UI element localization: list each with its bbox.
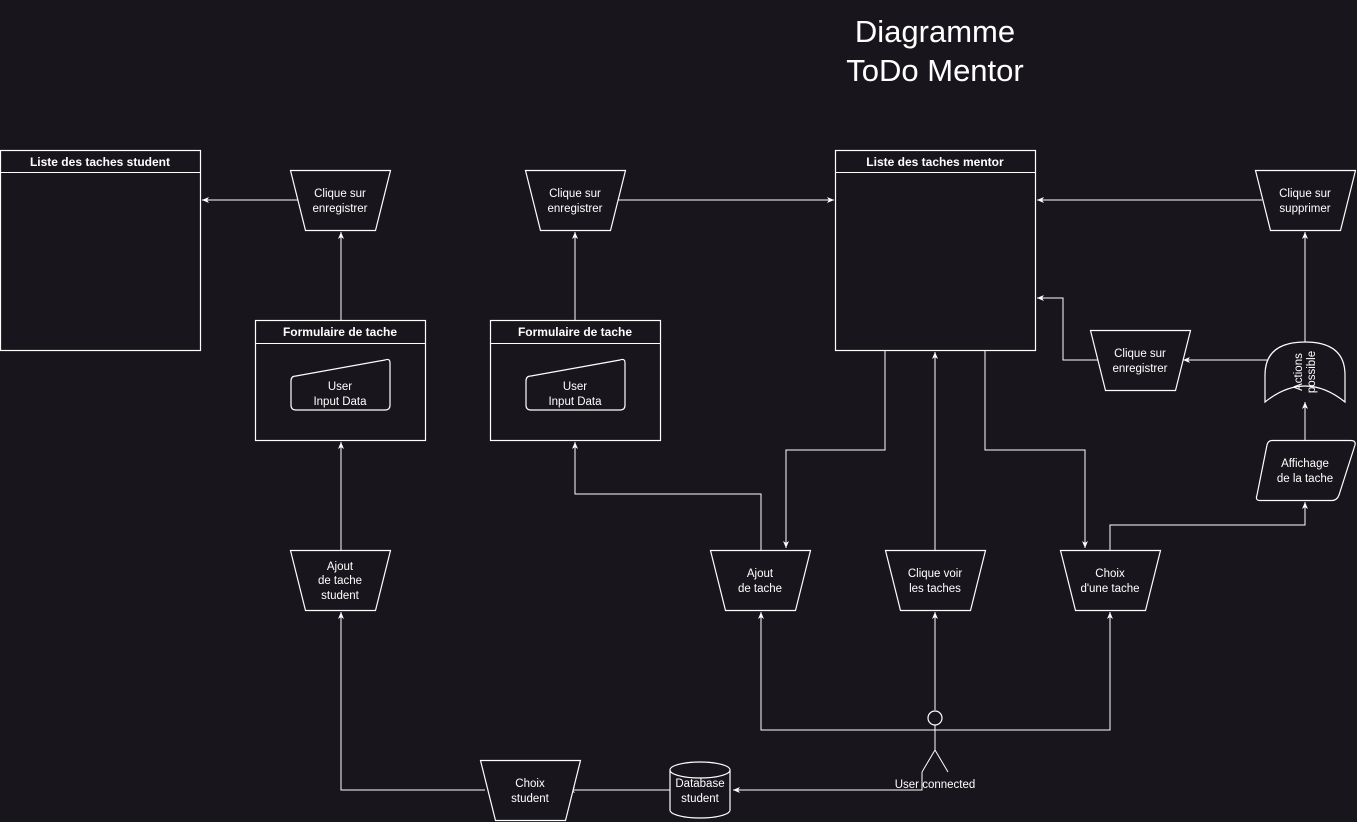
actor-user-connected: User connected <box>895 710 976 791</box>
step-add-mentor: Ajout de tache <box>709 549 812 612</box>
mentor-task-list: Liste des taches mentor <box>834 149 1037 352</box>
step-save-mentor-line-1: Clique sur <box>549 188 601 200</box>
step-choose-student-line-1: Choix <box>515 778 545 790</box>
actions-line-1: Actions <box>1293 353 1305 391</box>
display-task-line-1: Affichage <box>1281 458 1329 470</box>
actions-line-2: possible <box>1306 351 1318 393</box>
step-save-student-line-1: Clique sur <box>314 188 366 200</box>
student-task-form-title: Formulaire de tache <box>283 325 397 339</box>
edge-actor-to-add-task <box>758 612 936 731</box>
student-task-list: Liste des taches student <box>0 149 202 352</box>
mentor-input-line-2: Input Data <box>548 396 602 408</box>
student-task-form: Formulaire de tache User Input Data <box>254 319 427 442</box>
step-delete-line-2: supprimer <box>1279 203 1330 215</box>
database-line-2: student <box>681 793 720 805</box>
step-add-student-line-1: Ajout <box>327 561 354 573</box>
step-view-tasks-line-2: les taches <box>909 583 961 595</box>
step-choose-task-line-1: Choix <box>1095 568 1125 580</box>
step-add-mentor-line-1: Ajout <box>747 568 774 580</box>
actor-label: User connected <box>895 779 976 791</box>
mentor-task-list-title: Liste des taches mentor <box>866 155 1004 169</box>
edge-choose-task-to-display <box>1109 502 1308 550</box>
step-save-mentor: Clique sur enregistrer <box>524 169 627 232</box>
diagram-title-line-2: ToDo Mentor <box>846 53 1023 88</box>
connectors <box>202 197 1308 793</box>
step-choose-student: Choix student <box>479 759 582 822</box>
edge-add-task-to-form-mentor <box>572 442 762 550</box>
step-choose-task-line-2: d'une tache <box>1080 583 1139 595</box>
diagram-title-line-1: Diagramme <box>855 14 1015 49</box>
step-add-student: Ajout de tache student <box>289 549 392 612</box>
edge-choose-student-to-add-student <box>338 612 485 791</box>
step-save-edit-line-1: Clique sur <box>1114 348 1166 360</box>
student-input-line-2: Input Data <box>313 396 367 408</box>
student-input-data <box>290 358 391 411</box>
student-input-line-1: User <box>328 381 352 393</box>
step-save-student: Clique sur enregistrer <box>289 169 392 232</box>
display-task-line-2: de la tache <box>1277 473 1333 485</box>
database-line-1: Database <box>675 778 724 790</box>
step-add-mentor-line-2: de tache <box>738 583 782 595</box>
step-choose-task: Choix d'une tache <box>1059 549 1162 612</box>
step-choose-student-line-2: student <box>511 793 550 805</box>
display-task: Affichage de la tache <box>1255 439 1356 502</box>
actions-possible: Actions possible <box>1264 341 1346 404</box>
step-delete-line-1: Clique sur <box>1279 188 1331 200</box>
step-add-student-line-2: de tache <box>318 575 362 587</box>
mentor-input-line-1: User <box>563 381 587 393</box>
step-delete: Clique sur supprimer <box>1254 169 1357 232</box>
edge-save-edit-to-mentor-list <box>1037 295 1098 361</box>
mentor-task-form: Formulaire de tache User Input Data <box>489 319 662 442</box>
step-view-tasks-line-1: Clique voir <box>908 568 962 580</box>
step-add-student-line-3: student <box>321 590 360 602</box>
edge-mentor-list-to-add-task <box>783 350 886 548</box>
step-save-edit: Clique sur enregistrer <box>1089 329 1192 392</box>
mentor-input-data <box>525 358 626 411</box>
student-task-list-title: Liste des taches student <box>30 155 170 169</box>
step-save-mentor-line-2: enregistrer <box>548 203 603 215</box>
step-save-edit-line-2: enregistrer <box>1113 363 1168 375</box>
database-student: Database student <box>669 761 731 819</box>
mentor-task-form-title: Formulaire de tache <box>518 325 632 339</box>
edge-actor-to-database <box>733 772 923 793</box>
edge-mentor-list-to-choose-task <box>984 350 1088 548</box>
step-save-student-line-2: enregistrer <box>313 203 368 215</box>
step-view-tasks: Clique voir les taches <box>884 549 987 612</box>
edge-actor-to-choose-task <box>935 612 1113 731</box>
